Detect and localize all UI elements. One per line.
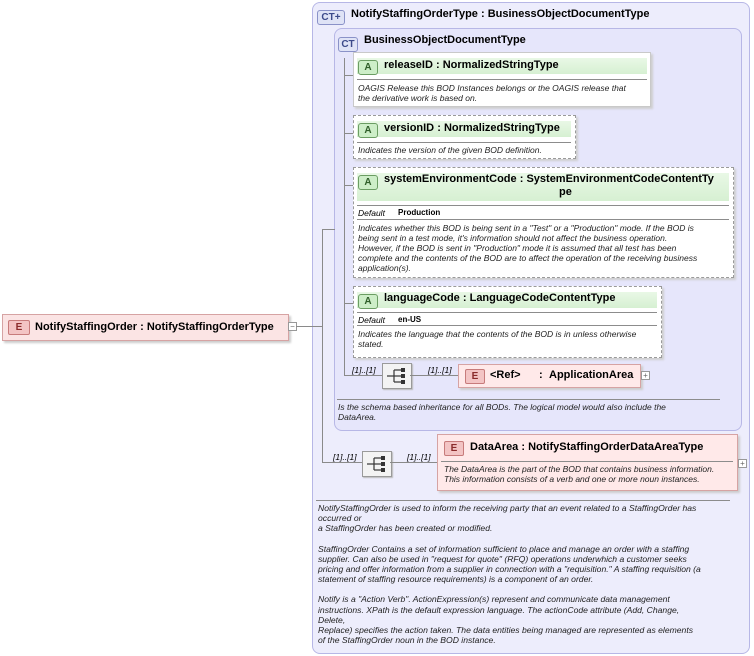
data-area-element[interactable]: E DataArea : NotifyStaffingOrderDataArea… (437, 434, 738, 491)
attribute-box-releaseID[interactable]: A releaseID : NormalizedStringType OAGIS… (353, 52, 651, 107)
attribute-description: Indicates the version of the given BOD d… (358, 145, 542, 155)
attribute-description: Indicates whether this BOD is being sent… (358, 223, 698, 273)
attribute-box-systemEnvironmentCode[interactable]: A systemEnvironmentCode : SystemEnvironm… (353, 167, 734, 278)
sequence-cardinality: [1]..[1] (352, 365, 376, 375)
complex-type-title: NotifyStaffingOrderType : BusinessObject… (351, 8, 650, 20)
attribute-connector-line (344, 58, 345, 376)
attribute-box-versionID[interactable]: A versionID : NormalizedStringType Indic… (353, 115, 576, 159)
attribute-title: releaseID : NormalizedStringType (384, 59, 559, 71)
root-element[interactable]: E NotifyStaffingOrder : NotifyStaffingOr… (2, 314, 289, 341)
connector-tick (344, 75, 354, 76)
base-type-title: BusinessObjectDocumentType (364, 34, 526, 46)
default-label: Default (358, 208, 385, 218)
sequence-line (322, 462, 362, 463)
attribute-box-languageCode[interactable]: A languageCode : LanguageCodeContentType… (353, 286, 662, 358)
attribute-badge: A (358, 175, 378, 190)
sequence-compositor-icon[interactable] (362, 451, 392, 477)
complex-type-badge: CT+ (317, 7, 345, 25)
connector-tick (344, 133, 354, 134)
data-area-title: DataArea : NotifyStaffingOrderDataAreaTy… (470, 441, 704, 453)
connector-tick (344, 185, 354, 186)
base-type-description: Is the schema based inheritance for all … (338, 402, 666, 422)
attribute-title: systemEnvironmentCode : SystemEnvironmen… (384, 173, 714, 198)
attribute-title: languageCode : LanguageCodeContentType (384, 292, 616, 304)
element-cardinality: [1]..[1] (407, 452, 431, 462)
element-line (410, 375, 458, 376)
element-cardinality: [1]..[1] (428, 365, 452, 375)
element-line (390, 462, 437, 463)
attribute-description: Indicates the language that the contents… (358, 329, 637, 349)
connector-tick (344, 303, 354, 304)
inherit-connector (322, 229, 335, 230)
base-type-badge: CT (338, 34, 358, 52)
sequence-compositor-icon[interactable] (382, 363, 412, 389)
attribute-description: OAGIS Release this BOD Instances belongs… (358, 83, 626, 103)
sequence-line (344, 375, 382, 376)
element-badge: E (8, 320, 30, 335)
element-type: ApplicationArea (549, 369, 634, 381)
attribute-badge: A (358, 123, 378, 138)
default-value: en-US (398, 315, 422, 324)
attribute-badge: A (358, 294, 378, 309)
attribute-title: versionID : NormalizedStringType (384, 122, 560, 134)
default-value: Production (398, 208, 441, 217)
root-element-title: NotifyStaffingOrder : NotifyStaffingOrde… (35, 321, 274, 333)
root-vertical-line (322, 229, 323, 463)
root-connector-line (296, 326, 322, 327)
expand-icon[interactable]: + (738, 459, 747, 468)
complex-type-description: NotifyStaffingOrder is used to inform th… (318, 503, 701, 646)
data-area-description: The DataArea is the part of the BOD that… (444, 464, 715, 484)
attribute-badge: A (358, 60, 378, 75)
expand-icon[interactable]: + (641, 371, 650, 380)
element-badge: E (444, 441, 464, 456)
application-area-element[interactable]: E <Ref> : ApplicationArea (458, 364, 641, 388)
element-badge: E (465, 369, 485, 384)
sequence-cardinality: [1]..[1] (333, 452, 357, 462)
element-separator: : (539, 369, 543, 381)
element-ref-name: <Ref> (490, 369, 521, 381)
default-label: Default (358, 315, 385, 325)
